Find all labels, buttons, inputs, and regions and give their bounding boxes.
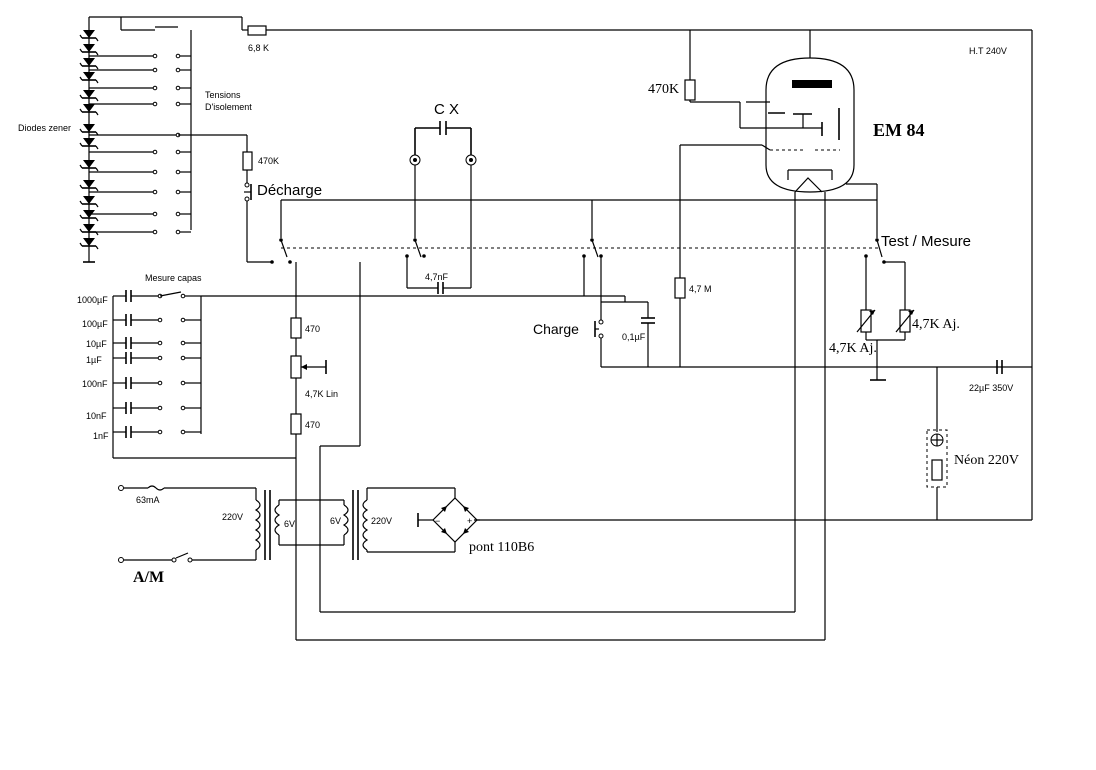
- label-pot-4-7k: 4,7K Lin: [305, 389, 338, 399]
- zener-diode-stack: [79, 16, 242, 263]
- label-neon: Néon 220V: [954, 453, 1019, 468]
- label-decharge: Décharge: [257, 182, 322, 199]
- label-4-7nf: 4,7nF: [425, 272, 449, 282]
- test-measure-switch[interactable]: [270, 238, 886, 264]
- label-aj-right: 4,7K Aj.: [912, 317, 960, 332]
- label-470-b: 470: [305, 420, 320, 430]
- bridge-rectifier: [417, 488, 480, 552]
- isolation-voltage-selector: [89, 17, 247, 235]
- label-0-1uf: 0,1µF: [622, 332, 646, 342]
- transformer-1: [254, 490, 344, 560]
- label-em84: EM 84: [873, 120, 925, 140]
- label-63ma: 63mA: [136, 495, 160, 505]
- label-bridge-plus: +: [467, 516, 472, 526]
- selector-tap: [89, 229, 191, 235]
- label-disolement: D'isolement: [205, 102, 252, 112]
- label-test-mesure: Test / Mesure: [881, 233, 971, 250]
- label-am: A/M: [133, 569, 164, 586]
- selector-tap: [89, 85, 191, 91]
- label-470k-top: 470K: [648, 82, 679, 97]
- label-10uf: 10µF: [86, 339, 107, 349]
- label-6-8k: 6,8 K: [248, 43, 269, 53]
- label-470-a: 470: [305, 324, 320, 334]
- potentiometer-chain: [290, 262, 327, 500]
- selector-tap: [89, 101, 191, 107]
- selector-tap: [89, 67, 191, 73]
- range-capacitor-row: [113, 377, 201, 389]
- charge-circuit: [594, 256, 1032, 368]
- zener-diode: [79, 58, 99, 70]
- zener-diode: [79, 104, 99, 116]
- label-tr1-6v: 6V: [284, 519, 295, 529]
- transformer-2: [342, 487, 455, 560]
- range-capacitor-row: [113, 426, 201, 438]
- selector-tap: [89, 211, 191, 217]
- label-ht: H.T 240V: [969, 46, 1007, 56]
- capacitor-4-7nf: [406, 200, 472, 294]
- cx-terminals[interactable]: [409, 121, 477, 166]
- label-22uf: 22µF 350V: [969, 383, 1013, 393]
- label-1uf: 1µF: [86, 355, 102, 365]
- zener-diode: [79, 196, 99, 208]
- resistor-4-7m: [674, 277, 686, 367]
- label-10nf: 10nF: [86, 411, 107, 421]
- label-tensions: Tensions: [205, 90, 241, 100]
- range-capacitor-row: [113, 314, 201, 326]
- label-4-7m: 4,7 M: [689, 284, 712, 294]
- resistor-470k-discharge: [242, 135, 272, 263]
- label-tr2-6v: 6V: [330, 516, 341, 526]
- selector-tap: [89, 189, 191, 195]
- signal-bus: [280, 144, 878, 278]
- label-mesure-capas: Mesure capas: [145, 273, 202, 283]
- resistor-6-8k: [241, 17, 1032, 36]
- label-470k-left: 470K: [258, 156, 279, 166]
- mains-input[interactable]: [118, 485, 257, 563]
- range-capacitor-row: [113, 352, 201, 364]
- zener-diode: [79, 124, 99, 136]
- ht-rail: [996, 30, 1033, 520]
- label-cx: C X: [434, 101, 459, 118]
- zener-diode: [79, 72, 99, 84]
- zener-diode: [79, 44, 99, 56]
- label-tr2-220v: 220V: [371, 516, 392, 526]
- label-1000uf: 1000µF: [77, 295, 108, 305]
- range-capacitor-row: [113, 402, 201, 414]
- label-diodes-zener: Diodes zener: [18, 123, 71, 133]
- label-bridge-minus: −: [435, 516, 440, 526]
- label-100uf: 100µF: [82, 319, 108, 329]
- zener-diode: [79, 238, 99, 250]
- label-pont: pont 110B6: [469, 540, 534, 555]
- zener-diode: [79, 90, 99, 102]
- filament-wiring: [295, 262, 825, 641]
- selector-tap: [89, 53, 191, 59]
- trim-resistors: [856, 256, 915, 381]
- zener-diode: [79, 138, 99, 150]
- label-charge: Charge: [533, 321, 579, 337]
- range-capacitor-row: [113, 290, 201, 302]
- selector-tap: [89, 169, 191, 175]
- zener-diode: [79, 160, 99, 172]
- em84-tube: [684, 30, 855, 640]
- label-100nf: 100nF: [82, 379, 108, 389]
- capacitor-range-selector: [112, 256, 626, 459]
- zener-diode: [79, 30, 99, 42]
- zener-diode: [79, 180, 99, 192]
- neon-lamp: [474, 367, 1032, 521]
- range-capacitor-row: [113, 337, 201, 349]
- label-1nf: 1nF: [93, 431, 109, 441]
- selector-tap: [89, 149, 191, 155]
- labels: Diodes zener Tensions D'isolement 6,8 K …: [18, 43, 1019, 586]
- label-tr1-220v: 220V: [222, 512, 243, 522]
- label-aj-left: 4,7K Aj.: [829, 341, 877, 356]
